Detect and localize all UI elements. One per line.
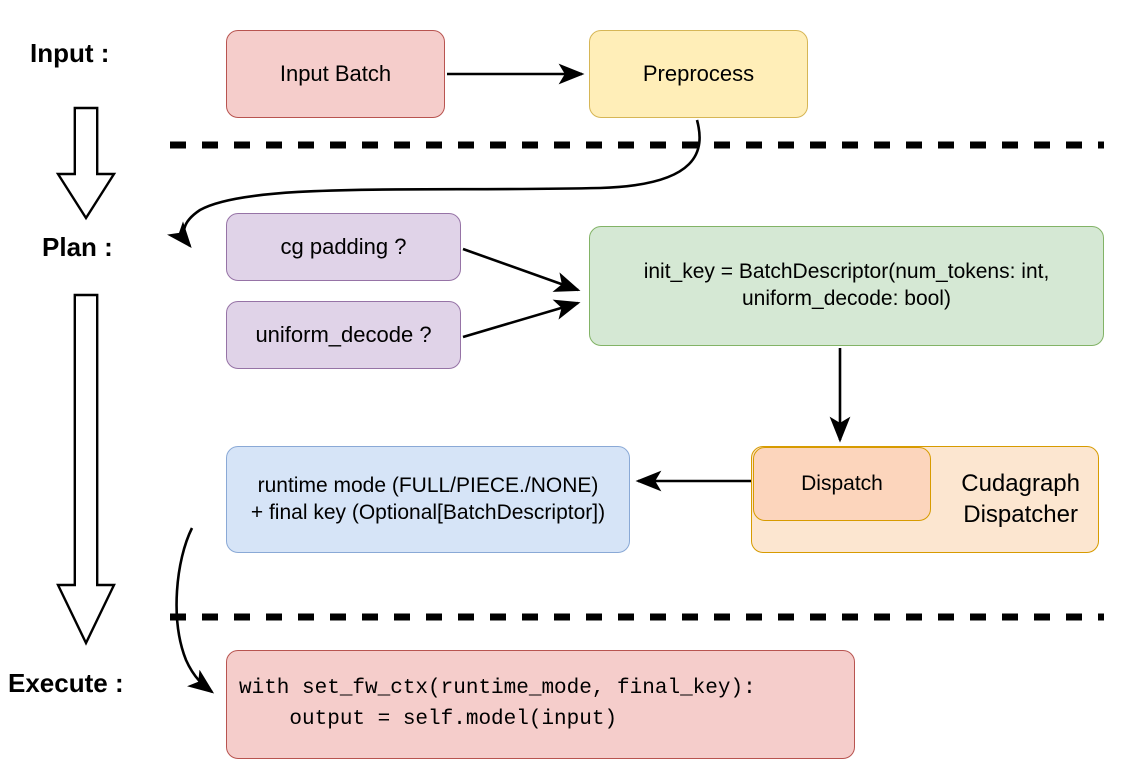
node-dispatch: Dispatch <box>753 447 931 521</box>
node-runtime-mode: runtime mode (FULL/PIECE./NONE) + final … <box>226 446 630 553</box>
node-preprocess-label: Preprocess <box>642 60 755 86</box>
stage-label-execute: Execute : <box>8 668 124 698</box>
node-cg-padding-label: cg padding ? <box>280 233 407 259</box>
node-dispatch-label: Dispatch <box>801 471 883 495</box>
stage-flow-arrow-plan <box>56 293 116 646</box>
node-input-batch: Input Batch <box>226 30 445 118</box>
edge-cg-padding-to-init-key <box>462 247 581 292</box>
stage-label-plan: Plan : <box>42 232 113 262</box>
node-init-key-label: init_key = BatchDescriptor(num_tokens: i… <box>643 260 1050 310</box>
edge-runtime-mode-to-execute-code <box>175 527 215 694</box>
node-cudagraph-dispatcher-label: Cudagraph Dispatcher <box>961 469 1080 528</box>
node-input-batch-label: Input Batch <box>279 60 392 86</box>
node-execute-code-label: with set_fw_ctx(runtime_mode, final_key)… <box>239 677 756 731</box>
edges <box>167 63 851 694</box>
node-runtime-mode-label: runtime mode (FULL/PIECE./NONE) + final … <box>250 473 606 524</box>
edge-uniform-decode-to-init-key <box>462 299 581 339</box>
node-cg-padding: cg padding ? <box>226 213 461 281</box>
stage-label-input: Input : <box>30 38 110 68</box>
stage-flow-arrow-input <box>55 106 117 221</box>
node-execute-code: with set_fw_ctx(runtime_mode, final_key)… <box>226 650 855 759</box>
node-uniform-decode-label: uniform_decode ? <box>255 321 432 347</box>
node-init-key: init_key = BatchDescriptor(num_tokens: i… <box>589 226 1104 346</box>
node-preprocess: Preprocess <box>589 30 808 118</box>
node-uniform-decode: uniform_decode ? <box>226 301 461 369</box>
stage-flow-arrows <box>55 106 117 646</box>
